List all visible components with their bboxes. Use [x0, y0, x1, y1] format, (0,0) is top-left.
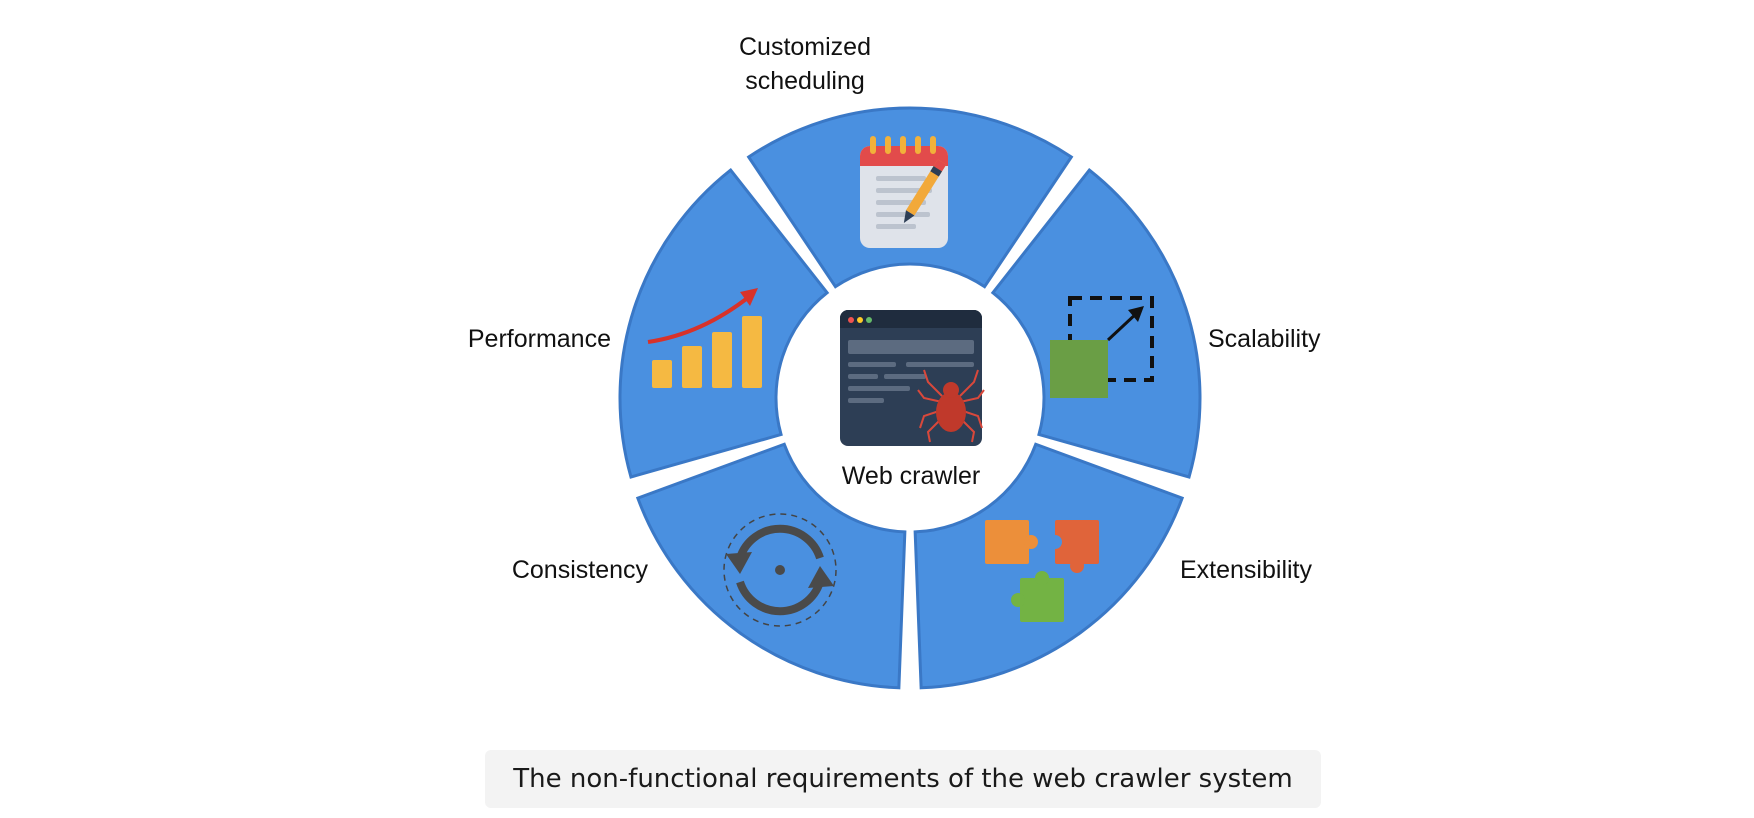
label-performance: Performance — [467, 325, 611, 353]
browser-spider-icon — [840, 310, 985, 446]
growth-chart-icon — [647, 288, 762, 388]
center-label: Web crawler — [841, 462, 981, 490]
label-customized-scheduling: Customized scheduling — [739, 33, 871, 95]
segment-consistency — [635, 442, 907, 690]
puzzle-pieces-icon — [985, 520, 1099, 622]
segment-scalability — [990, 167, 1202, 479]
notepad-pencil-icon — [860, 136, 948, 248]
label-scalability: Scalability — [1208, 325, 1321, 353]
label-consistency: Consistency — [511, 556, 648, 584]
refresh-cycle-icon — [723, 513, 837, 627]
resize-square-icon — [1050, 296, 1154, 398]
caption-box: The non-functional requirements of the w… — [485, 750, 1321, 808]
segment-extensibility — [913, 442, 1185, 690]
label-extensibility: Extensibility — [1180, 556, 1312, 584]
wheel-segments — [618, 106, 1202, 690]
segment-performance — [618, 167, 830, 479]
caption: The non-functional requirements of the w… — [513, 764, 1293, 794]
